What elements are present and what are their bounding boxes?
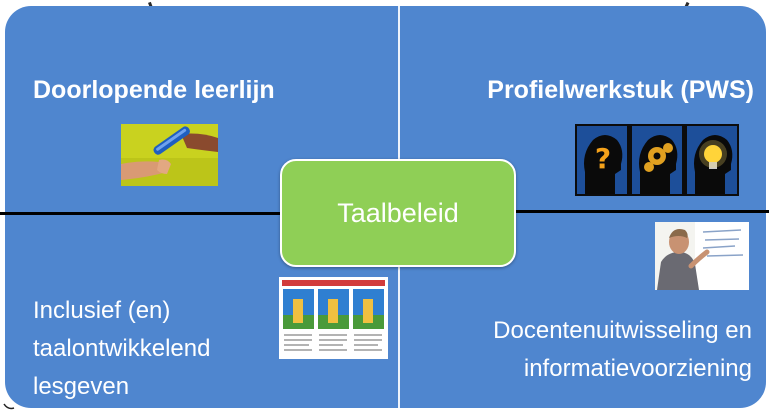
thinking-heads-image: ? bbox=[575, 124, 739, 196]
svg-text:?: ? bbox=[595, 142, 611, 175]
connector-line-right bbox=[505, 210, 769, 213]
worksheet-image bbox=[279, 277, 388, 359]
bottom-right-line: informatievoorziening bbox=[523, 355, 752, 382]
center-topic-box: Taalbeleid bbox=[280, 159, 516, 267]
quadrant-text-bottom-left: Inclusief (en) taalontwikkelend lesgeven bbox=[33, 292, 283, 406]
quadrant-title-top-right: Profielwerkstuk (PWS) bbox=[487, 76, 754, 104]
bottom-right-line: Docentenuitwisseling en bbox=[493, 317, 752, 344]
quadrant-text-bottom-right: Docentenuitwisseling en informatievoorzi… bbox=[392, 312, 752, 388]
teacher-whiteboard-image bbox=[655, 222, 749, 290]
relay-baton-image bbox=[121, 124, 218, 186]
bottom-left-line: Inclusief (en) bbox=[33, 297, 171, 324]
stray-tick-mark bbox=[3, 403, 15, 410]
bottom-left-line: lesgeven bbox=[33, 373, 130, 400]
connector-line-left bbox=[0, 212, 285, 215]
quadrant-title-top-left: Doorlopende leerlijn bbox=[33, 76, 275, 104]
bottom-left-line: taalontwikkelend bbox=[33, 335, 211, 362]
